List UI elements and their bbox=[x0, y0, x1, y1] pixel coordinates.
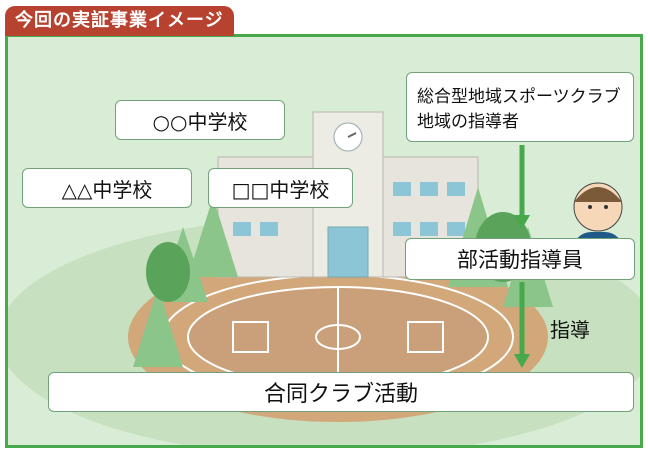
school-box-2: △△中学校 bbox=[22, 168, 192, 208]
club-box: 総合型地域スポーツクラブ 地域の指導者 bbox=[406, 72, 634, 142]
diagram-title: 今回の実証事業イメージ bbox=[5, 6, 234, 36]
school-box-1: ○○中学校 bbox=[115, 100, 285, 140]
arrow-down-2 bbox=[514, 282, 530, 368]
arrow-down-1 bbox=[514, 145, 530, 229]
school-box-3: □□中学校 bbox=[208, 168, 353, 208]
instructor-box: 部活動指導員 bbox=[405, 238, 635, 280]
activity-box: 合同クラブ活動 bbox=[48, 372, 634, 412]
guidance-label: 指導 bbox=[550, 318, 590, 342]
club-name: 総合型地域スポーツクラブ bbox=[417, 87, 621, 107]
club-sub: 地域の指導者 bbox=[417, 112, 519, 132]
